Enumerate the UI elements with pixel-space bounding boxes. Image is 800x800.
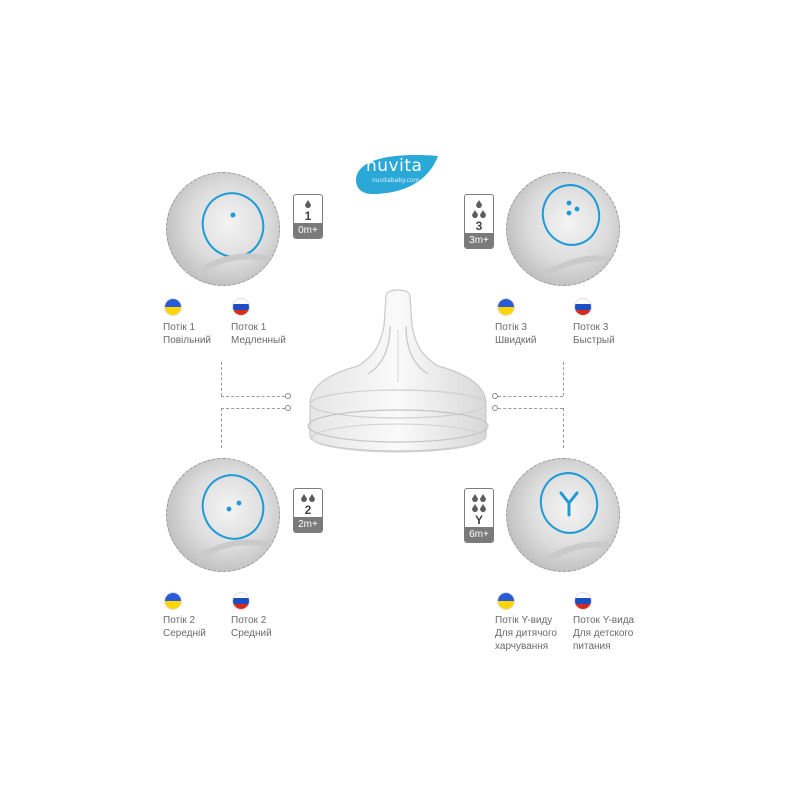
connector-line [221, 396, 285, 397]
drops-icon [465, 489, 493, 513]
russia-flag-icon [574, 298, 592, 316]
teat-closeup-flow-1 [166, 172, 280, 286]
flow-1-label-ua: Потік 1 Повільний [163, 321, 211, 347]
badge-age: 3m+ [465, 233, 493, 248]
label-line: Для детского [573, 628, 634, 639]
connector-line [563, 408, 564, 448]
teat-closeup-flow-y [506, 458, 620, 572]
flow-2-label-ua: Потік 2 Середній [163, 614, 206, 640]
label-line: Поток 3 [573, 322, 609, 333]
russia-flag-icon [232, 298, 250, 316]
logo-leaf-shape [356, 155, 438, 194]
teat-closeup-flow-3 [506, 172, 620, 286]
flow-3-label-ua: Потік 3 Швидкий [495, 321, 536, 347]
logo-url: nuvitababy.com [372, 177, 420, 184]
flow-badge-2: 2 2m+ [293, 488, 323, 533]
label-line: Потік 1 [163, 322, 196, 333]
ukraine-flag-icon [164, 592, 182, 610]
label-line: Средний [231, 628, 272, 639]
label-line: Середній [163, 628, 206, 639]
connector-dot [492, 393, 498, 399]
ukraine-flag-icon [164, 298, 182, 316]
logo-text: nuvita [366, 156, 423, 176]
flow-y-label-ua: Потік Y-виду Для дитячого харчування [495, 614, 557, 653]
flow-y-hole-icon [539, 472, 619, 562]
label-line: Потік 3 [495, 322, 528, 333]
connector-dot [285, 393, 291, 399]
russia-flag-icon [232, 592, 250, 610]
badge-number: 2 [304, 503, 312, 517]
flow-badge-1: 1 0m+ [293, 194, 323, 239]
flow-3-hole-icon [541, 184, 619, 276]
label-line: Потік Y-виду [495, 615, 553, 626]
russia-flag-icon [574, 592, 592, 610]
badge-number: 3 [475, 219, 483, 233]
connector-line [498, 408, 563, 409]
label-line: Медленный [231, 335, 286, 346]
connector-line [221, 408, 222, 448]
ukraine-flag-icon [497, 592, 515, 610]
drops-icon [465, 195, 493, 219]
label-line: харчування [495, 641, 549, 652]
drops-icon [294, 489, 322, 503]
label-line: Поток 2 [231, 615, 267, 626]
ukraine-flag-icon [497, 298, 515, 316]
flow-3-label-ru: Поток 3 Быстрый [573, 321, 615, 347]
drop-icon [294, 195, 322, 209]
connector-dot [285, 405, 291, 411]
nuvita-logo: nuvita nuvitababy.com [350, 150, 442, 202]
connector-line [563, 362, 564, 396]
label-line: Для дитячого [495, 628, 557, 639]
label-line: Поток Y-вида [573, 615, 635, 626]
badge-number: Y [474, 513, 483, 527]
label-line: Быстрый [573, 335, 615, 346]
flow-1-label-ru: Поток 1 Медленный [231, 321, 286, 347]
connector-line [221, 408, 285, 409]
label-line: Повільний [163, 335, 212, 346]
badge-age: 6m+ [465, 527, 493, 542]
flow-badge-y: Y 6m+ [464, 488, 494, 543]
flow-2-hole-icon [195, 474, 279, 562]
flow-y-label-ru: Поток Y-вида Для детского питания [573, 614, 634, 653]
label-line: питания [573, 641, 611, 652]
badge-number: 1 [304, 209, 312, 223]
badge-age: 2m+ [294, 517, 322, 532]
badge-age: 0m+ [294, 223, 322, 238]
connector-line [498, 396, 563, 397]
connector-dot [492, 405, 498, 411]
teat-illustration [307, 289, 489, 453]
label-line: Швидкий [495, 335, 537, 346]
connector-line [221, 362, 222, 396]
flow-2-label-ru: Поток 2 Средний [231, 614, 272, 640]
flow-badge-3: 3 3m+ [464, 194, 494, 249]
label-line: Потік 2 [163, 615, 196, 626]
flow-1-hole-icon [195, 192, 279, 276]
teat-closeup-flow-2 [166, 458, 280, 572]
label-line: Поток 1 [231, 322, 267, 333]
